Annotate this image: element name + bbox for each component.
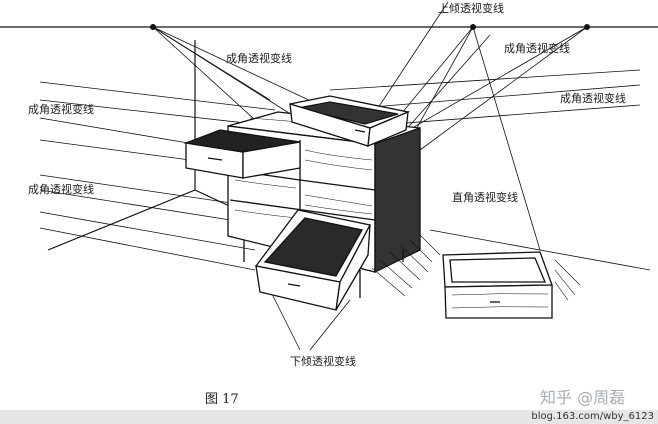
- footer-bar: blog.163.com/wby_6123: [0, 410, 658, 424]
- drawer-on-floor: [442, 251, 553, 319]
- label-down-tilt: 下倾透视变线: [290, 355, 356, 368]
- label-oblique-right-top: 成角透视变线: [504, 42, 570, 55]
- label-up-tilt: 上倾透视变线: [438, 2, 504, 15]
- floor-shadow-hatching: [371, 234, 581, 301]
- drawer-bottom-tilted: [254, 209, 371, 311]
- drawer-top-tilted: [289, 95, 411, 148]
- label-oblique-left-bottom: 成角透视变线: [28, 183, 94, 196]
- footer-source-link: blog.163.com/wby_6123: [531, 411, 654, 422]
- label-oblique-left-top: 成角透视变线: [28, 103, 94, 116]
- cabinet-side: [374, 127, 421, 274]
- figure-caption: 图 17: [205, 392, 239, 407]
- watermark: 知乎 @周磊: [540, 388, 626, 407]
- label-oblique-right: 成角透视变线: [560, 92, 626, 105]
- drawer-left-open: [183, 129, 301, 179]
- label-right-angle: 直角透视变线: [452, 191, 518, 204]
- label-oblique-top: 成角透视变线: [226, 52, 292, 65]
